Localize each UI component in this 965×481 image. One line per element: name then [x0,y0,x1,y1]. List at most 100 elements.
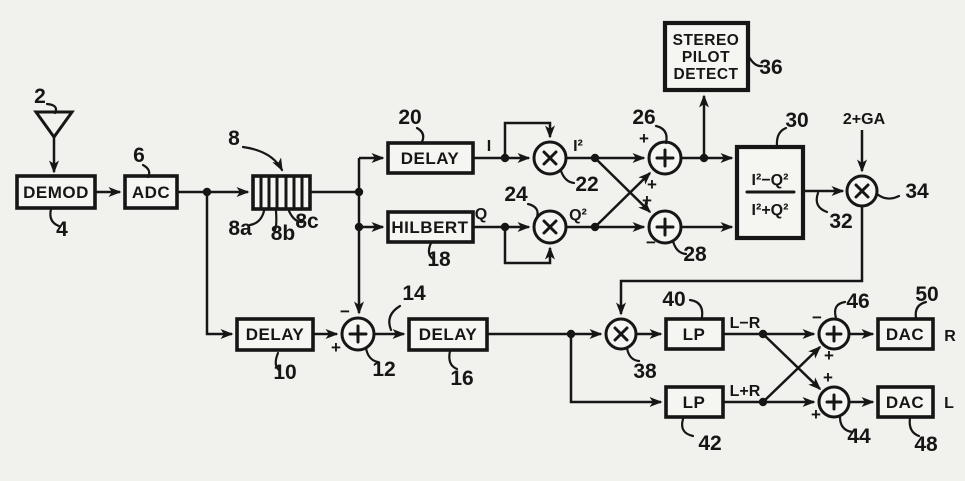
sign-plus: + [647,175,657,194]
dac-r-block: DAC 50 R [876,283,956,351]
ref-20: 20 [398,106,421,129]
leader-50 [914,300,928,320]
junction-dot [354,222,364,232]
leader-12 [364,346,380,364]
ref-2: 2 [34,85,46,108]
leader-34 [875,192,901,200]
dac-r-box [876,317,935,351]
ref-14: 14 [402,282,426,305]
delay20-label: DELAY [401,149,460,168]
ref-4: 4 [56,218,68,241]
wire-square-loop-q [503,227,555,265]
signal-gain: 2+GA [843,111,886,128]
leader-26 [654,124,668,145]
ref-48: 48 [914,433,938,456]
sign-minus: − [340,302,350,321]
adder-28: + − 28 [642,191,707,266]
leader-18 [427,241,435,261]
multiply-icon [542,150,558,166]
sign-plus: + [824,346,834,365]
adder-46: − + 46 [812,290,870,365]
sign-minus: − [646,233,656,252]
ref-24: 24 [504,183,528,206]
antenna: 2 [33,85,75,174]
dac-l-label: DAC [886,393,924,412]
lp40-block: LP 40 [662,288,725,351]
adder-44: + + 44 [811,368,871,448]
leader-8c [287,209,304,224]
leader-4 [49,207,61,228]
leader-48 [908,416,921,438]
multiplier-38: 38 [604,317,657,383]
ref-26: 26 [632,106,655,129]
ref-40: 40 [662,288,685,311]
wire-cross-lpr-to-adder46 [762,345,822,403]
wire-adc-to-delay10 [205,192,234,339]
ratio-block: I²−Q² I²+Q² 30 [734,109,809,241]
ratio-denominator: I²+Q² [752,202,789,219]
leader-44 [838,415,854,434]
antenna-icon [33,110,75,140]
dac-l-box [876,385,935,419]
multiplier-22: 22 [532,140,599,196]
ref-32: 32 [829,210,852,233]
delay10-label: DELAY [246,325,305,344]
wire-cross-i2-to-adder28 [594,157,652,214]
delay20-box [386,141,475,175]
ref-12: 12 [372,358,395,381]
leader-8a [248,209,266,227]
leader-8 [241,145,284,172]
leader-2 [45,102,58,115]
ref-8b: 8b [271,222,296,245]
lp40-label: LP [683,325,706,344]
leader-10 [274,351,281,372]
delay16-block: DELAY 16 [407,317,489,390]
leader-22 [559,169,576,185]
ref-36: 36 [759,56,782,79]
plus-icon [825,325,843,343]
ref-42: 42 [698,432,721,455]
filter-taps-icon [259,176,304,209]
ref-34: 34 [905,180,929,203]
multiply-icon [613,326,629,342]
signal-q: Q [475,206,487,223]
multiply-icon [854,183,870,199]
leader-14 [388,304,402,332]
pilot-detect-block: STEREO PILOT DETECT 36 [662,20,783,93]
sign-minus: − [812,308,822,327]
wire-cross-q2-to-adder26 [594,171,652,228]
leader-32 [815,191,829,214]
plus-icon [348,324,368,344]
multiply-icon [542,219,558,235]
ratio-numerator: I²−Q² [752,172,789,189]
hilbert-block: HILBERT 18 [386,210,475,271]
ref-28: 28 [683,243,707,266]
wire-cross-lmr-to-adder44 [762,333,822,391]
pilot-label-2: PILOT [682,49,730,66]
leader-24 [526,202,539,219]
ref-8: 8 [228,127,240,150]
sign-plus: + [331,338,341,357]
ref-8a: 8a [228,217,252,240]
signal-l-minus-r: L−R [730,315,761,332]
signal-q-squared: Q² [569,207,587,224]
lp42-block: LP 42 [664,385,725,455]
ref-46: 46 [846,290,869,313]
wire-mult34-to-mult38 [616,206,864,316]
delay16-label: DELAY [419,325,478,344]
demod-block: DEMOD 4 [15,174,97,241]
plus-icon [825,393,843,411]
leader-36 [747,55,764,68]
leader-42 [681,417,695,438]
dac-r-label: DAC [886,325,924,344]
adder-26: + + 26 [632,106,683,194]
lp42-box [664,385,725,419]
lp42-label: LP [683,393,706,412]
signal-right-out: R [944,328,956,345]
wire-square-loop-i [503,121,555,158]
leader-40 [688,298,704,319]
sign-plus: + [823,368,833,387]
signal-i: I [487,138,491,155]
signal-left-out: L [944,395,954,412]
